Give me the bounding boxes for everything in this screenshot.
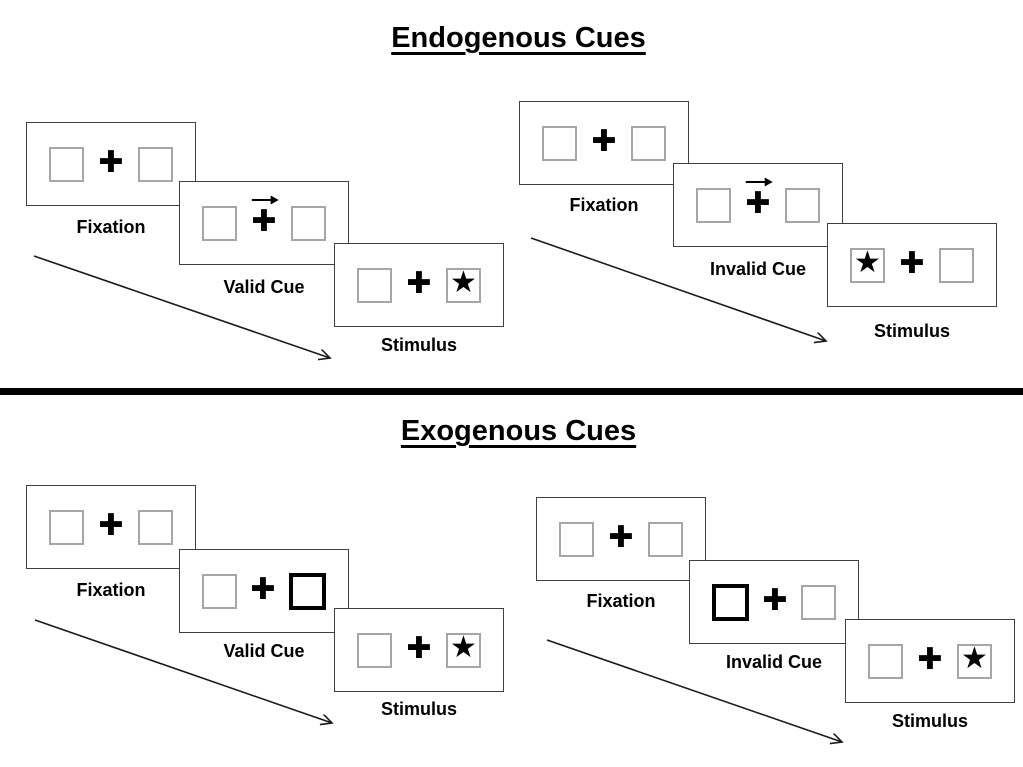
fixation-cross-icon: ✚ bbox=[745, 186, 771, 221]
stimulus-label: Stimulus bbox=[380, 335, 457, 355]
endo-invalid-time-arrow bbox=[530, 237, 826, 341]
left-placeholder-box bbox=[202, 205, 237, 241]
endo-valid-time-arrow bbox=[33, 255, 330, 358]
target-star-icon: ★ bbox=[961, 641, 988, 676]
right-target-box: ★ bbox=[445, 265, 481, 303]
fixation-cross-icon: ✚ bbox=[899, 246, 925, 281]
endo-invalid-stimulus-panel: ★ ✚ bbox=[827, 223, 997, 307]
endo-valid-stimulus-panel: ✚ ★ bbox=[334, 243, 504, 327]
right-placeholder-box bbox=[137, 509, 173, 545]
right-target-box: ★ bbox=[956, 641, 992, 679]
left-placeholder-box bbox=[542, 125, 577, 161]
endo-valid-fixation-panel: ✚ bbox=[26, 122, 196, 206]
left-target-box: ★ bbox=[850, 245, 885, 283]
right-arrow-cue-icon bbox=[251, 195, 279, 205]
right-placeholder-box bbox=[630, 125, 666, 161]
section-divider bbox=[0, 388, 1023, 395]
valid-cue-label: Valid Cue bbox=[223, 641, 305, 661]
left-placeholder-box bbox=[49, 509, 84, 545]
right-placeholder-box bbox=[800, 584, 836, 620]
left-placeholder-box bbox=[696, 187, 731, 223]
stimulus-label: Stimulus bbox=[873, 321, 950, 341]
fixation-cross-icon: ✚ bbox=[251, 204, 277, 239]
fixation-cross-icon: ✚ bbox=[608, 520, 634, 555]
fixation-label: Fixation bbox=[76, 580, 146, 600]
exo-invalid-cue-panel: ✚ bbox=[689, 560, 859, 644]
stimulus-label: Stimulus bbox=[380, 699, 457, 719]
right-placeholder-box bbox=[938, 247, 974, 283]
right-placeholder-box bbox=[784, 187, 820, 223]
fixation-cross-icon: ✚ bbox=[406, 266, 432, 301]
fixation-cross-icon: ✚ bbox=[98, 508, 124, 543]
fixation-cross-icon: ✚ bbox=[98, 145, 124, 180]
left-placeholder-box bbox=[49, 146, 84, 182]
exo-invalid-fixation-panel: ✚ bbox=[536, 497, 706, 581]
fixation-label: Fixation bbox=[569, 195, 639, 215]
left-placeholder-box bbox=[868, 643, 903, 679]
endogenous-section-title: Endogenous Cues bbox=[391, 22, 646, 54]
fixation-cross-icon: ✚ bbox=[917, 642, 943, 677]
right-target-box: ★ bbox=[445, 630, 481, 668]
exo-valid-stimulus-panel: ✚ ★ bbox=[334, 608, 504, 692]
fixation-cross-icon: ✚ bbox=[250, 572, 276, 607]
target-star-icon: ★ bbox=[450, 265, 477, 300]
left-highlighted-cue-box bbox=[712, 583, 749, 621]
right-highlighted-cue-box bbox=[288, 572, 326, 610]
endo-invalid-cue-panel: ✚ bbox=[673, 163, 843, 247]
right-arrow-cue-icon bbox=[745, 177, 773, 187]
exo-valid-cue-panel: ✚ bbox=[179, 549, 349, 633]
exo-valid-fixation-panel: ✚ bbox=[26, 485, 196, 569]
left-placeholder-box bbox=[559, 521, 594, 557]
fixation-cross-icon: ✚ bbox=[591, 124, 617, 159]
fixation-cross-icon: ✚ bbox=[406, 631, 432, 666]
invalid-cue-label: Invalid Cue bbox=[709, 259, 807, 279]
exogenous-section-title: Exogenous Cues bbox=[400, 415, 637, 447]
fixation-label: Fixation bbox=[76, 217, 146, 237]
exo-invalid-stimulus-panel: ✚ ★ bbox=[845, 619, 1015, 703]
left-placeholder-box bbox=[357, 267, 392, 303]
endo-invalid-fixation-panel: ✚ bbox=[519, 101, 689, 185]
target-star-icon: ★ bbox=[450, 630, 477, 665]
exo-valid-time-arrow bbox=[34, 619, 332, 723]
left-placeholder-box bbox=[357, 632, 392, 668]
valid-cue-label: Valid Cue bbox=[223, 277, 305, 297]
left-placeholder-box bbox=[202, 573, 237, 609]
right-placeholder-box bbox=[137, 146, 173, 182]
stimulus-label: Stimulus bbox=[891, 711, 968, 731]
right-placeholder-box bbox=[290, 205, 326, 241]
endo-valid-cue-panel: ✚ bbox=[179, 181, 349, 265]
fixation-cross-icon: ✚ bbox=[762, 583, 788, 618]
invalid-cue-label: Invalid Cue bbox=[725, 652, 823, 672]
fixation-label: Fixation bbox=[586, 591, 656, 611]
right-placeholder-box bbox=[647, 521, 683, 557]
target-star-icon: ★ bbox=[854, 245, 881, 280]
